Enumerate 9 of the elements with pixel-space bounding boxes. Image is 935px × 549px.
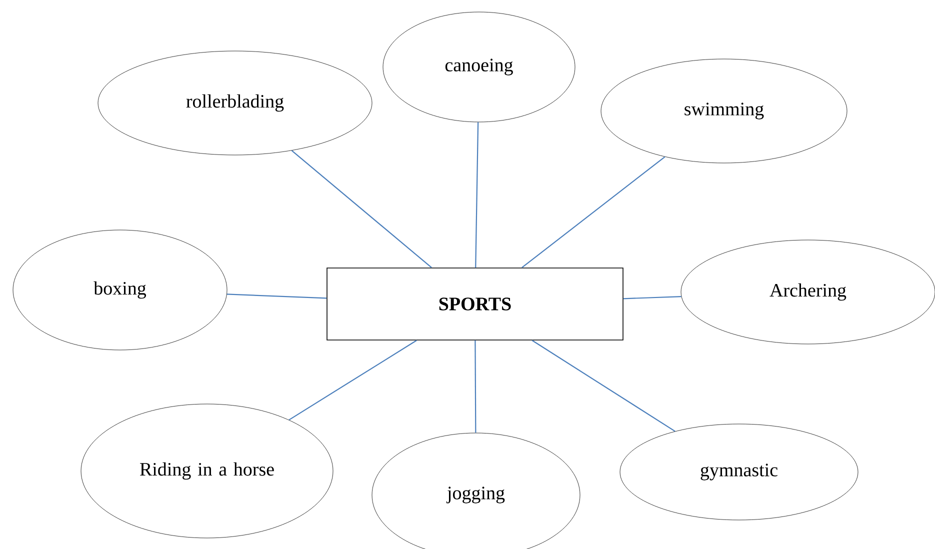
connector-line [474, 340, 476, 433]
connector-line [291, 150, 432, 268]
connector-line [522, 156, 666, 268]
title-box: SPORTS [326, 268, 624, 340]
connector-line [532, 340, 676, 432]
connector-line [475, 122, 479, 268]
connector-line [623, 296, 682, 300]
connector-line [226, 294, 327, 299]
connector-line [288, 340, 417, 420]
